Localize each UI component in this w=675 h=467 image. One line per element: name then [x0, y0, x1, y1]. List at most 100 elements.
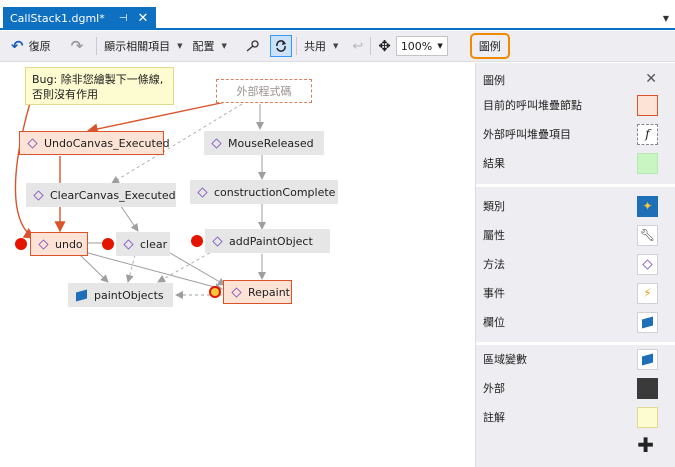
method-icon — [231, 286, 242, 298]
document-tab[interactable]: CallStack1.dgml* ⊣ ✕ — [3, 7, 156, 30]
find-references-button[interactable] — [242, 34, 264, 58]
node-label: 外部程式碼 — [236, 85, 292, 98]
legend-item-external[interactable]: 外部 — [476, 374, 675, 402]
breakpoint-icon[interactable] — [102, 238, 114, 250]
legend-item-property[interactable]: 屬性 🔧︎ — [476, 221, 675, 249]
pan-button[interactable]: ✥ — [375, 34, 394, 58]
external-swatch — [637, 377, 658, 399]
field-cube-icon — [637, 311, 658, 333]
node-undo[interactable]: undo — [30, 232, 88, 256]
zoom-value: 100% — [400, 39, 433, 53]
legend-item-label: 方法 — [483, 258, 505, 271]
node-addpaintobject[interactable]: addPaintObject — [205, 229, 330, 253]
chevron-down-icon: ▼ — [332, 42, 339, 50]
legend-button-label: 圖例 — [478, 40, 501, 53]
zoom-dropdown[interactable]: 100% ▼ — [395, 36, 448, 56]
node-paintobjects[interactable]: paintObjects — [68, 283, 173, 307]
toolbar-separator — [370, 37, 372, 55]
edge-note-undo — [14, 102, 36, 239]
edge-addpaint-paintobjects — [157, 249, 216, 283]
comment-swatch — [637, 406, 658, 428]
node-label: Repaint — [248, 285, 290, 299]
result-swatch — [637, 152, 658, 174]
show-related-button[interactable]: 顯示相關項目 ▼ — [101, 34, 185, 58]
legend-item-result[interactable]: 結果 — [476, 149, 675, 177]
toolbar-separator — [295, 37, 297, 55]
wrench-icon: 🔧︎ — [637, 224, 658, 246]
node-clear[interactable]: clear — [116, 232, 170, 256]
close-icon[interactable]: ✕ — [137, 11, 149, 26]
close-icon[interactable]: ✕ — [645, 71, 657, 87]
layout-button[interactable]: 配置 ▼ — [190, 34, 230, 58]
redo-button[interactable]: ↷ — [68, 34, 87, 58]
tab-title: CallStack1.dgml* — [10, 12, 105, 25]
chevron-down-icon: ▼ — [437, 42, 443, 50]
node-repaint[interactable]: Repaint — [223, 280, 292, 304]
comment-note[interactable]: Bug: 除非您繪製下一條線, 否則沒有作用 — [25, 67, 174, 105]
edge-clearcanvas-clear — [119, 204, 139, 232]
share-button[interactable]: 共用 ▼ — [301, 34, 341, 58]
legend-item-label: 欄位 — [483, 316, 505, 329]
add-legend-item-icon[interactable]: ✚ — [637, 433, 654, 457]
legend-item-comment[interactable]: 註解 — [476, 403, 675, 431]
breakpoint-icon[interactable] — [191, 235, 203, 247]
lightning-icon: ⚡︎ — [637, 282, 658, 304]
undo-button[interactable]: ↶ 復原 — [8, 34, 54, 58]
legend-item-label: 結果 — [483, 157, 505, 170]
legend-item-method[interactable]: 方法 — [476, 250, 675, 278]
legend-item-external-stack[interactable]: 外部呼叫堆疊項目 f — [476, 120, 675, 148]
external-item-swatch: f — [637, 123, 658, 145]
node-external-code[interactable]: 外部程式碼 — [216, 79, 312, 103]
legend-item-current-node[interactable]: 目前的呼叫堆疊節點 — [476, 91, 675, 119]
method-icon — [27, 137, 38, 149]
toolbar: ↶ 復原 ↷ 顯示相關項目 ▼ 配置 ▼ 共用 ▼ ↩ ✥ 100% ▼ 圖例 — [0, 31, 675, 62]
field-icon — [76, 289, 87, 301]
legend-divider — [476, 184, 675, 187]
node-mousereleased[interactable]: MouseReleased — [204, 131, 324, 155]
breakpoint-icon[interactable] — [15, 238, 27, 250]
current-node-swatch — [637, 94, 658, 116]
edge-undo-paintobjects — [79, 254, 109, 283]
back-arrow-icon: ↩ — [352, 38, 364, 54]
document-tab-bar: CallStack1.dgml* ⊣ ✕ ▼ — [0, 0, 675, 30]
pin-icon[interactable]: ⊣ — [118, 13, 128, 24]
method-icon — [211, 137, 222, 149]
node-undocanvas-executed[interactable]: UndoCanvas_Executed — [19, 131, 170, 155]
node-clearcanvas-executed[interactable]: ClearCanvas_Executed — [26, 183, 176, 207]
legend-item-local-variable[interactable]: 區域變數 — [476, 345, 675, 373]
layout-label: 配置 — [192, 40, 215, 53]
refresh-icon — [276, 40, 286, 52]
edge-clear-paintobjects — [125, 254, 136, 283]
method-cube-icon — [637, 253, 658, 275]
key-search-icon — [246, 40, 259, 52]
edge-undo-repaint — [87, 252, 223, 292]
refresh-button[interactable] — [269, 35, 292, 57]
legend-divider — [476, 342, 675, 345]
legend-item-field[interactable]: 欄位 — [476, 308, 675, 336]
legend-item-event[interactable]: 事件 ⚡︎ — [476, 279, 675, 307]
legend-item-label: 屬性 — [483, 229, 505, 242]
current-breakpoint-icon[interactable] — [209, 286, 221, 298]
diagram-edges — [14, 99, 266, 299]
redo-icon: ↷ — [70, 37, 84, 55]
legend-item-label: 外部呼叫堆疊項目 — [483, 128, 571, 141]
move-icon: ✥ — [378, 37, 391, 55]
diagram-canvas[interactable]: Bug: 除非您繪製下一條線, 否則沒有作用 外部程式碼 UndoCanvas_… — [0, 63, 475, 467]
node-label: addPaintObject — [229, 234, 313, 248]
undo-icon: ↶ — [11, 37, 24, 55]
node-label: UndoCanvas_Executed — [44, 136, 170, 150]
back-button[interactable]: ↩ — [349, 34, 366, 58]
tab-underline — [0, 28, 675, 30]
node-constructioncomplete[interactable]: constructionComplete — [190, 180, 338, 204]
legend-button[interactable]: 圖例 — [469, 33, 510, 59]
legend-item-label: 註解 — [483, 411, 505, 424]
node-label: paintObjects — [94, 288, 164, 302]
share-label: 共用 — [303, 40, 326, 53]
edge-clear-repaint — [169, 252, 226, 286]
legend-item-label: 事件 — [483, 287, 505, 300]
toolbar-separator — [96, 37, 98, 55]
method-icon — [33, 189, 44, 201]
tab-dropdown-icon[interactable]: ▼ — [662, 14, 669, 23]
legend-item-class[interactable]: 類別 ✦ — [476, 192, 675, 220]
node-label: constructionComplete — [214, 185, 336, 199]
